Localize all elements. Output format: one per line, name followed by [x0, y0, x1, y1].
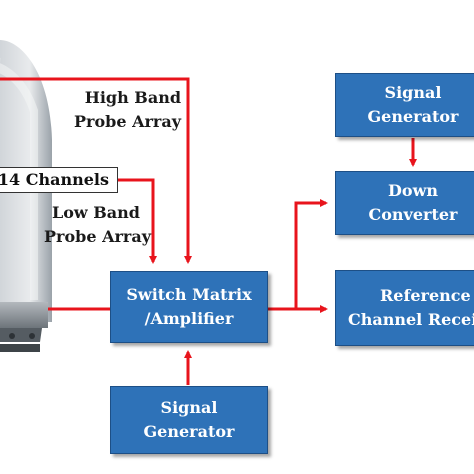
high-band-probe-array-label: High Band Probe Array: [74, 88, 182, 131]
channels-label: 14 Channels: [0, 170, 109, 189]
switch-matrix-amplifier-block: Switch Matrix /Amplifier: [110, 271, 268, 343]
reference-channel-receiver-block: Reference Channel Receiver: [335, 270, 474, 346]
top-signal-generator-block: Signal Generator: [335, 73, 474, 137]
down-converter-block: Down Converter: [335, 171, 474, 235]
channels-label-box: 14 Channels: [0, 167, 118, 193]
signal-wires: [0, 77, 417, 385]
bottom-signal-generator-block: Signal Generator: [110, 386, 268, 454]
low-band-probe-array-label: Low Band Probe Array: [44, 203, 152, 246]
probe-array-dome-image: [0, 40, 52, 352]
